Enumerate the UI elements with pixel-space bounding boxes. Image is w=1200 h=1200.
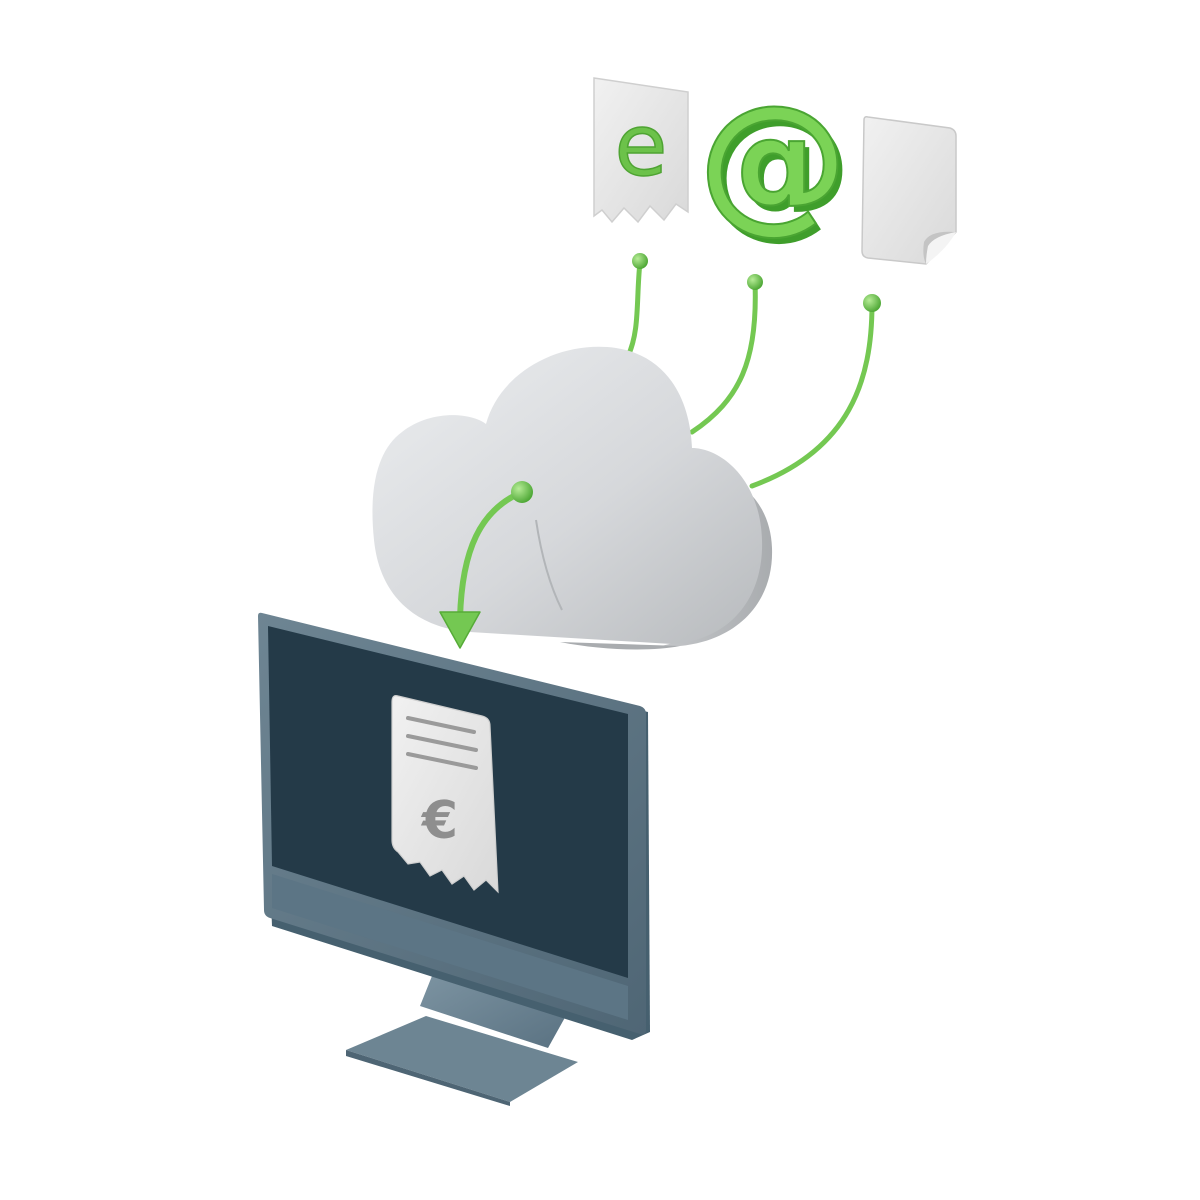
document-icon [861,116,957,265]
connector-knob-1 [632,253,648,269]
arrow-knob [511,481,533,503]
connector-lines [625,259,875,489]
connector-knob-2 [747,274,763,290]
euro-invoice-icon: € [391,695,499,894]
connector-knob-3 [863,294,881,312]
receipt-e-glyph: e [615,96,668,196]
e-receipt-icon: e [593,77,689,224]
monitor-stand-neck [420,966,568,1048]
download-arrow-icon [439,481,533,649]
at-sign-icon: @ @ [697,73,853,254]
invoice-euro-glyph: € [421,791,458,851]
at-glyph: @ [698,74,848,248]
monitor-stand-base [346,1016,578,1102]
invoice-lines [406,716,478,770]
cloud-icon [372,346,773,650]
at-glyph-shadow: @ [703,80,853,254]
